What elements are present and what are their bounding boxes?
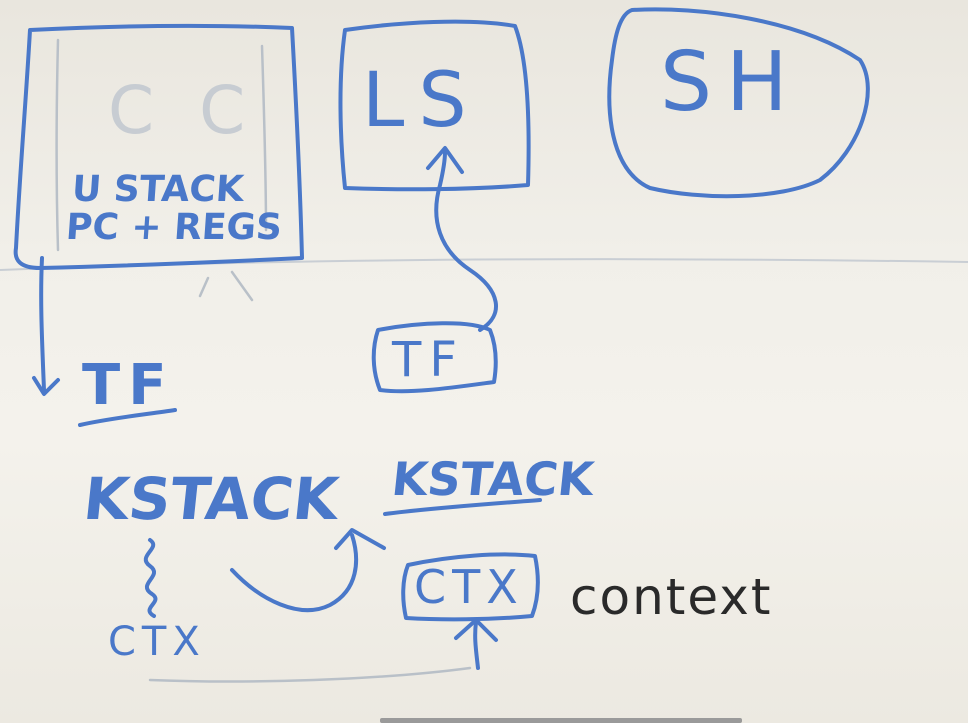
to-ctx-arrow [473,620,480,670]
cc-pcregs-label: PC + REGS [64,207,284,248]
cc-title: C C [108,72,258,149]
ctx-right-box-outline [401,552,540,622]
kstack-right-label: KSTACK [389,452,597,506]
horizontal-scrollbar[interactable] [380,718,742,723]
kstack-left-squiggle [143,538,158,618]
kstack-left-label: KSTACK [80,465,342,533]
cc-to-tf-arrow [39,256,46,392]
cc-ustack-label: U STACK [70,169,246,210]
cc-bottom-faint-stroke-2 [198,276,210,298]
switch-arrow [230,533,359,612]
sh-blob-outline [607,7,870,199]
cc-box-inner-left [55,38,60,252]
kstack-right-underline [383,498,542,516]
cc-to-tf-arrowhead [32,376,60,396]
tf-right-label: TF [392,332,465,388]
ctx-right-label: CTX [414,560,524,614]
tf-left-underline [78,408,177,427]
tf-to-ls-arrow [434,150,498,332]
bottom-connector [148,666,472,683]
ls-title: LS [362,55,481,144]
ls-box-outline [338,19,531,192]
cc-box-inner-right [260,44,268,232]
tf-right-box-outline [371,321,498,394]
sh-title: SH [660,35,802,130]
cc-box-outline [13,23,304,270]
ctx-left-label: CTX [108,619,206,665]
context-annotation: context [570,568,773,626]
switch-arrowhead [334,528,386,550]
tf-left-label: TF [82,353,175,418]
to-ctx-arrowhead [454,618,498,642]
tf-to-ls-arrowhead [426,146,464,174]
cc-bottom-faint-stroke [230,270,254,302]
